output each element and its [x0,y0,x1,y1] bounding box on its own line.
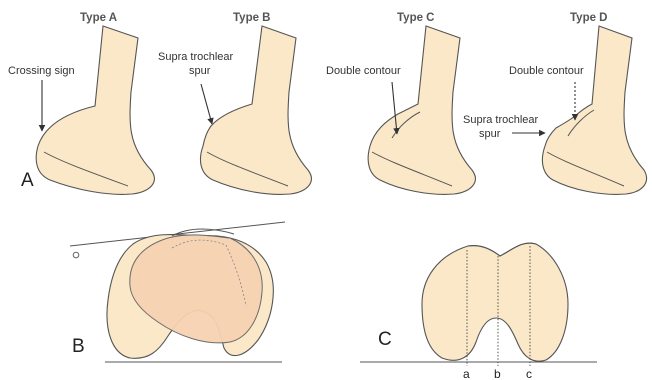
type-d-title: Type D [570,12,608,24]
panel-label-b: B [72,336,85,357]
double-contour-d-label: Double contour [509,65,584,77]
supra-trochlear-spur-b-line2: spur [189,65,211,77]
supra-trochlear-spur-d-line2: spur [479,128,501,140]
panel-label-c: C [378,329,392,350]
type-a-title: Type A [80,12,117,24]
femur-type-c [368,26,475,194]
crossing-sign-label: Crossing sign [8,65,75,77]
marker-c: c [526,367,532,380]
supra-trochlear-spur-d-line1: Supra trochlear [463,114,539,126]
femur-type-a [36,26,154,194]
femur-panel-c [422,243,568,361]
supra-trochlear-spur-b-line1: Supra trochlear [158,51,234,63]
double-contour-c-label: Double contour [326,65,401,77]
supra-trochlear-spur-b-arrow [201,84,212,124]
reference-point [73,252,79,258]
marker-b: b [494,367,501,380]
type-c-title: Type C [397,12,435,24]
panel-label-a: A [21,170,34,191]
femur-type-d [542,26,646,194]
femur-panel-b [107,229,273,358]
type-b-title: Type B [233,12,271,24]
marker-a: a [463,367,470,380]
